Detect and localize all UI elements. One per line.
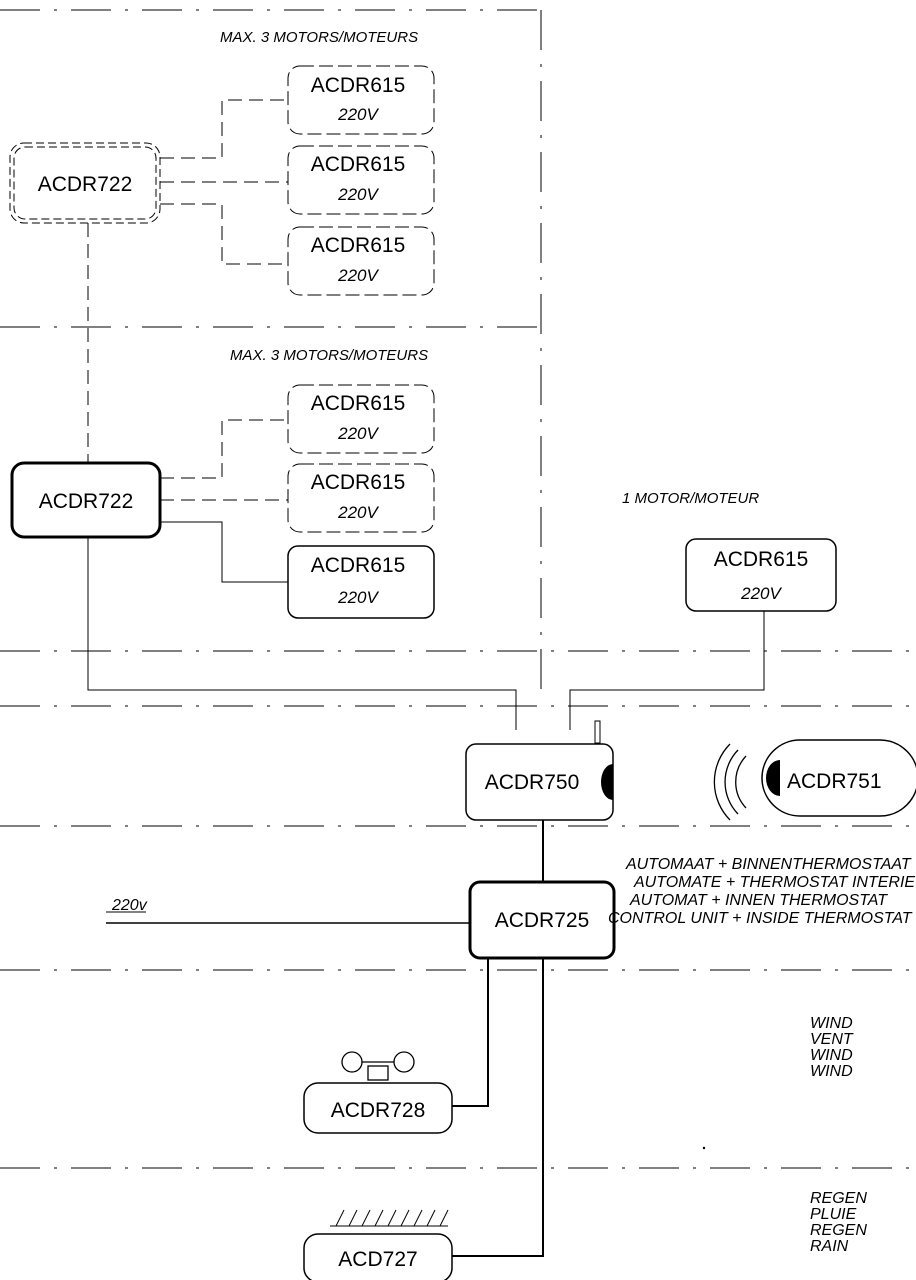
control-antenna-icon — [594, 720, 601, 744]
stray-dot — [702, 1146, 706, 1150]
wind-desc-1: WIND — [810, 1015, 853, 1032]
upper-motor-2-box[interactable] — [287, 145, 435, 215]
middle-motor-1-name: ACDR615 — [311, 392, 406, 415]
rain-desc-2: PLUIE — [810, 1206, 857, 1223]
control-desc-2: AUTOMATE + THERMOSTAT INTERIEUR — [633, 874, 916, 891]
control-desc-3: AUTOMAT + INNEN THERMOSTAT — [629, 892, 888, 909]
single-motor-group: 1 MOTOR/MOTEUR ACDR615 220V — [569, 490, 837, 730]
wind-sensor-group: ACDR728 WIND VENT WIND WIND — [303, 958, 854, 1134]
receiver-antenna-icon — [601, 764, 613, 800]
upper-wire-3 — [160, 203, 288, 265]
wind-desc-3: WIND — [810, 1047, 853, 1064]
upper-motor-1-voltage: 220V — [337, 105, 379, 124]
upper-motor-3-name: ACDR615 — [311, 234, 406, 257]
middle-motor-3-box[interactable] — [287, 545, 435, 619]
middle-wire-3 — [160, 521, 288, 583]
upper-controller-box-inner — [13, 146, 157, 220]
upper-controller-box-outer[interactable] — [9, 142, 161, 224]
section-separators — [0, 9, 916, 971]
rain-desc-3: REGEN — [810, 1222, 867, 1239]
wind-desc-2: VENT — [810, 1031, 854, 1048]
middle-wire-1 — [160, 419, 288, 479]
upper-motor-1-name: ACDR615 — [311, 74, 406, 97]
rain-sensor-group: ACD727 REGEN PLUIE REGEN RAIN — [303, 958, 867, 1280]
rain-sensor-label: ACD727 — [338, 1248, 417, 1271]
middle-motor-1-voltage: 220V — [337, 424, 379, 443]
single-motor-label: 1 MOTOR/MOTEUR — [622, 490, 759, 507]
upper-max-label: MAX. 3 MOTORS/MOTEURS — [220, 29, 418, 46]
middle-max-label: MAX. 3 MOTORS/MOTEURS — [230, 347, 428, 364]
anemometer-icon — [341, 1051, 415, 1081]
rain-desc-4: RAIN — [810, 1238, 849, 1255]
remote-label: ACDR751 — [787, 770, 882, 793]
upper-motor-1-box[interactable] — [287, 65, 435, 135]
control-unit-group: ACDR725 220v AUTOMAAT + BINNENTHERMOSTAA… — [106, 720, 916, 960]
upper-motor-3-voltage: 220V — [337, 266, 379, 285]
middle-motor-3-name: ACDR615 — [311, 554, 406, 577]
middle-to-receiver-wire — [87, 537, 517, 730]
rain-sensor-box[interactable] — [303, 1233, 453, 1280]
control-desc-1: AUTOMAAT + BINNENTHERMOSTAAT — [625, 856, 912, 873]
single-motor-name: ACDR615 — [714, 548, 809, 571]
rain-desc-1: REGEN — [810, 1190, 867, 1207]
wind-desc-4: WIND — [810, 1063, 853, 1080]
control-unit-label: ACDR725 — [495, 909, 590, 932]
upper-motor-3-box[interactable] — [287, 226, 435, 296]
wind-sensor-wire — [452, 958, 489, 1107]
receiver-group: ACDR750 — [465, 743, 614, 882]
wind-sensor-box[interactable] — [303, 1082, 453, 1134]
remote-emitter-icon — [766, 760, 780, 796]
middle-solid-wires — [87, 521, 517, 730]
rain-hatch-icon — [330, 1209, 449, 1227]
control-desc-4: CONTROL UNIT + INSIDE THERMOSTAT — [608, 910, 913, 927]
single-motor-wire — [569, 611, 765, 730]
rain-sensor-wire — [452, 958, 544, 1257]
receiver-label: ACDR750 — [485, 771, 580, 794]
remote-box[interactable] — [761, 739, 916, 817]
upper-motor-2-voltage: 220V — [337, 185, 379, 204]
single-motor-voltage: 220V — [740, 584, 782, 603]
remote-group: ACDR751 — [713, 739, 916, 821]
upper-wire-1 — [160, 99, 288, 159]
middle-motor-2-voltage: 220V — [337, 503, 379, 522]
supply-label: 220v — [111, 897, 148, 914]
middle-motor-1-box[interactable] — [287, 384, 435, 454]
wind-sensor-label: ACDR728 — [331, 1099, 426, 1122]
single-motor-box[interactable] — [685, 538, 837, 612]
middle-controller-label: ACDR722 — [39, 490, 134, 513]
middle-motor-3-voltage: 220V — [337, 588, 379, 607]
middle-motor-2-name: ACDR615 — [311, 471, 406, 494]
middle-motor-2-box[interactable] — [287, 463, 435, 533]
middle-group: MAX. 3 MOTORS/MOTEURS ACDR722 ACDR615 22… — [10, 347, 517, 730]
signal-waves-icon — [713, 743, 747, 821]
upper-motor-2-name: ACDR615 — [311, 153, 406, 176]
upper-group: MAX. 3 MOTORS/MOTEURS ACDR722 ACDR615 22… — [9, 29, 435, 690]
middle-dashed-wires — [160, 419, 288, 501]
upper-controller-label: ACDR722 — [38, 173, 133, 196]
